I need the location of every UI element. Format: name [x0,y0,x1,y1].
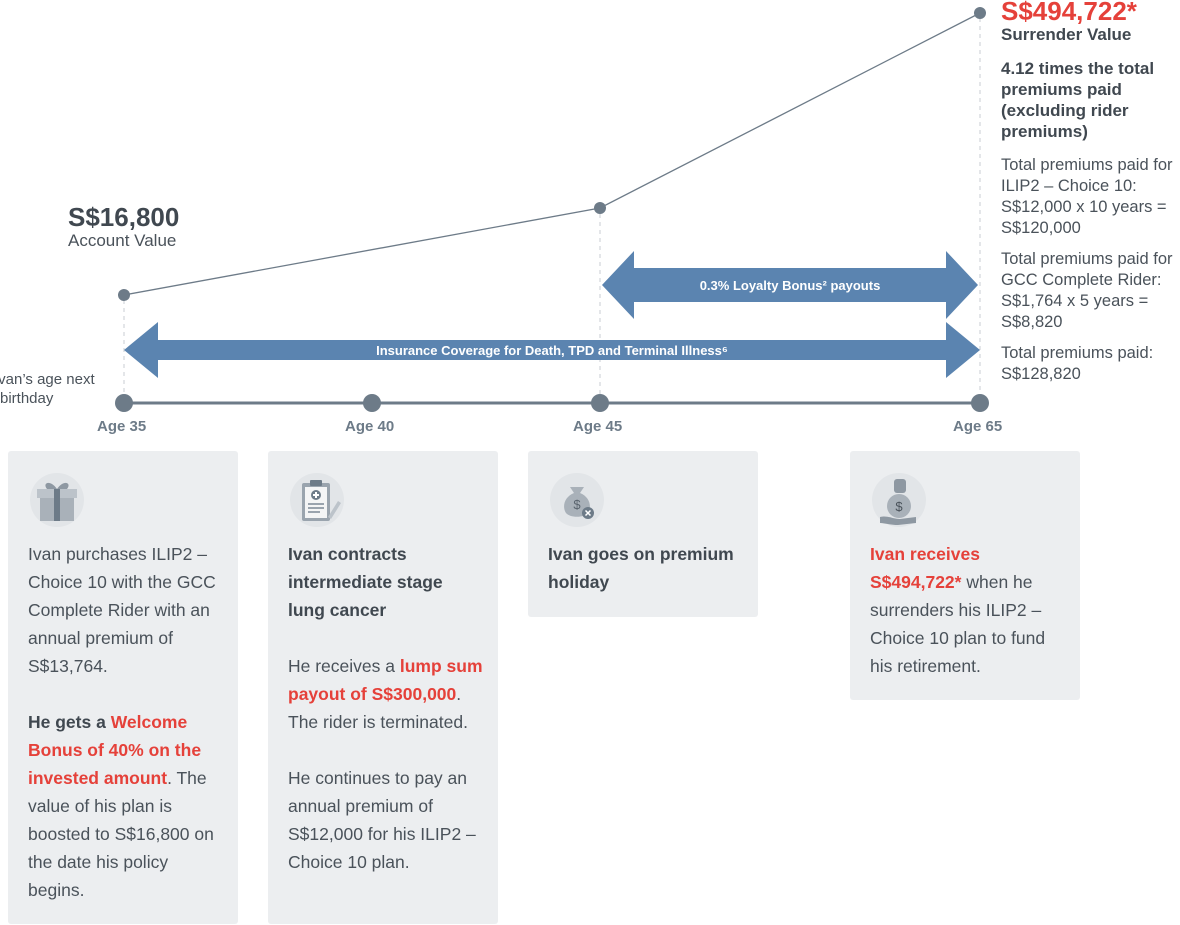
loyalty-bonus-label: 0.3% Loyalty Bonus² payouts [700,278,881,293]
card-age-35: Ivan purchases ILIP2 – Choice 10 with th… [8,451,238,924]
end-value-label: Surrender Value [1001,25,1132,44]
card-age-35-bonus: He gets a Welcome Bonus of 40% on the in… [28,708,224,904]
medical-clipboard-icon [290,473,344,527]
timeline-diagram: 0.3% Loyalty Bonus² payouts Insurance Co… [115,7,989,412]
age-label-65: Age 65 [953,418,1003,435]
payout-lead: He receives a [288,656,400,676]
gift-icon [30,473,84,527]
age-label-45: Age 45 [573,418,623,435]
bonus-tail: . The value of his plan is boosted to S$… [28,768,214,900]
start-value-label: Account Value [68,231,177,250]
hand-money-bag-icon: $ [872,473,926,527]
card-age-40-title: Ivan contracts intermediate stage lung c… [288,544,443,620]
card-age-35-text: Ivan purchases ILIP2 – Choice 10 with th… [28,544,216,676]
premium-line-ilip2: Total premiums paid for ILIP2 – Choice 1… [1001,156,1173,237]
surrender-tail: when he surrenders his ILIP2 – Choice 10… [870,572,1046,676]
axis-point-age-45 [591,394,609,412]
axis-point-age-65 [971,394,989,412]
card-age-40: Ivan contracts intermediate stage lung c… [268,451,498,924]
coverage-arrow [124,322,980,378]
value-point-end [974,7,986,19]
coverage-label: Insurance Coverage for Death, TPD and Te… [376,343,728,358]
card-age-45-title: Ivan goes on premium holiday [548,544,734,592]
axis-point-age-40 [363,394,381,412]
bonus-lead: He gets a [28,712,111,732]
age-label-40: Age 40 [345,418,395,435]
start-value: S$16,800 [68,202,180,232]
value-line [123,12,981,296]
card-age-65-text: Ivan receives S$494,722* when he surrend… [870,540,1066,680]
age-label-35: Age 35 [97,418,147,435]
card-age-45-body: Ivan goes on premium holiday [548,540,744,596]
svg-text:$: $ [573,497,581,512]
surrender-summary: S$494,722* Surrender Value 4.12 times th… [1001,0,1180,385]
axis-point-age-35 [115,394,133,412]
loyalty-bonus-arrow [602,251,978,319]
premium-line-rider: Total premiums paid for GCC Complete Rid… [1001,250,1173,331]
card-age-35-body: Ivan purchases ILIP2 – Choice 10 with th… [28,540,224,904]
card-age-65-body: Ivan receives S$494,722* when he surrend… [870,540,1066,680]
card-age-40-body: Ivan contracts intermediate stage lung c… [288,540,484,876]
money-bag-paused-icon: $ [550,473,604,527]
card-age-45: $ Ivan goes on premium holiday [528,451,758,617]
payout-tail: . The rider is terminated. [288,684,468,732]
value-point-start [118,289,130,301]
card-age-65: $ Ivan receives S$494,722* when he surre… [850,451,1080,700]
surrender-highlight: Ivan receives S$494,722* [870,544,980,592]
start-value-block: S$16,800 Account Value [68,203,179,251]
card-age-40-payout: He receives a lump sum payout of S$300,0… [288,652,484,736]
end-value: S$494,722* [1001,0,1137,26]
card-age-40-premium: He continues to pay an annual premium of… [288,768,476,872]
axis-caption: Ivan’s age next birthday [0,371,95,407]
premium-multiple-headline: 4.12 times the total premiums paid (excl… [1001,59,1155,141]
lump-sum-highlight: lump sum payout of S$300,000 [288,656,483,704]
value-point-mid [594,202,606,214]
premium-line-total: Total premiums paid: S$128,820 [1001,344,1154,383]
svg-text:$: $ [895,499,903,514]
welcome-bonus-highlight: Welcome Bonus of 40% on the invested amo… [28,712,202,788]
